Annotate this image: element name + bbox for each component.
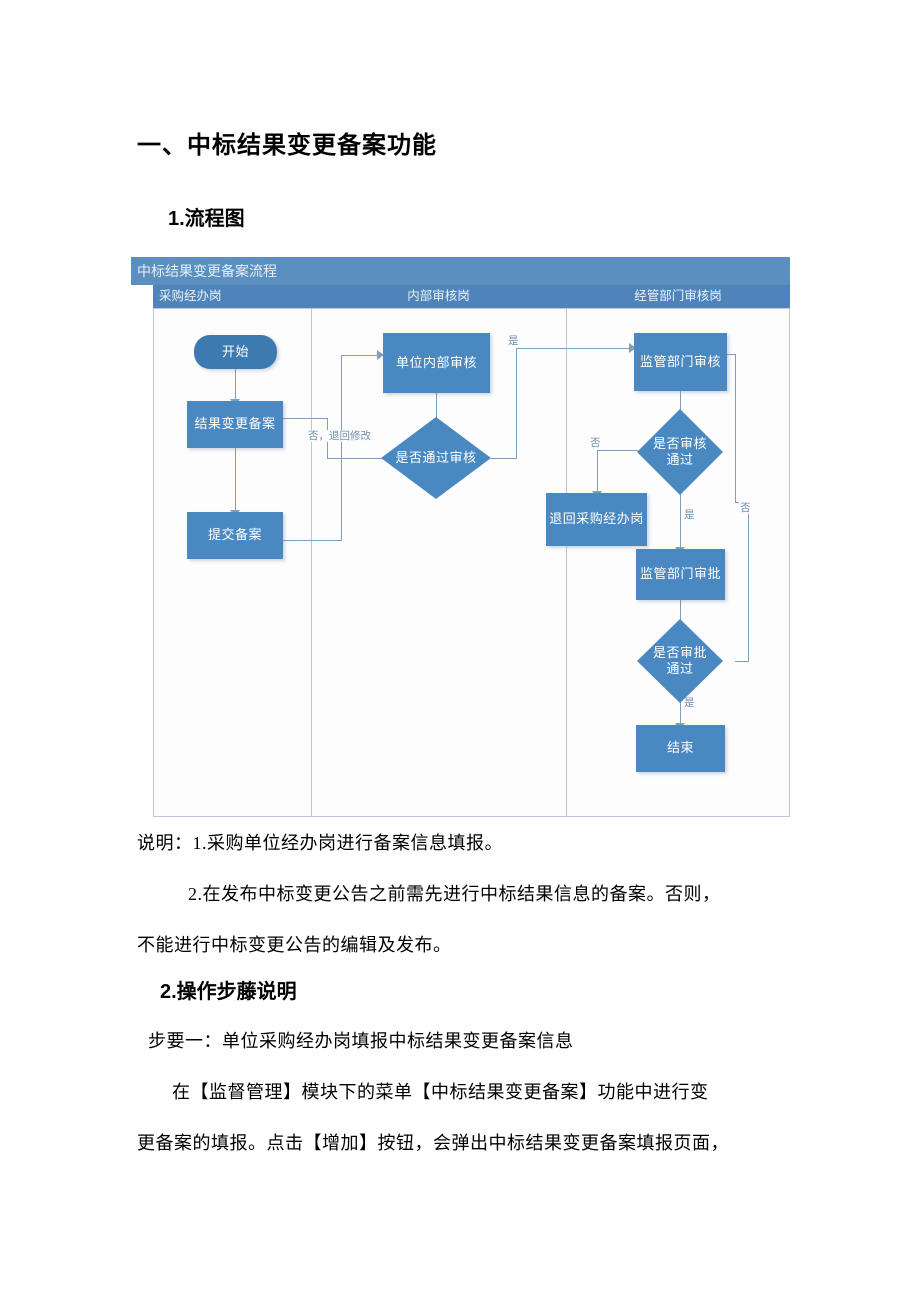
edge-decision-yes-right bbox=[491, 458, 516, 459]
edge-approve-yes-down bbox=[680, 687, 681, 725]
lane-header-supervisor-review: 经管部门审核岗 bbox=[566, 285, 790, 308]
edge-approve-no-right bbox=[735, 661, 748, 662]
edge-label-yes-end: 是 bbox=[683, 697, 696, 709]
edge-label-yes-top: 是 bbox=[507, 335, 520, 347]
flowchart-title: 中标结果变更备案流程 bbox=[131, 257, 790, 285]
edge-approve-to-decision bbox=[680, 600, 681, 637]
flowchart: 中标结果变更备案流程 采购经办岗 内部审核岗 经管部门审核岗 否，退回修改 bbox=[131, 257, 790, 817]
subheading-steps: 2.操作步藤说明 bbox=[160, 981, 297, 1003]
edge-record-to-submit bbox=[235, 448, 236, 512]
node-submit-record[interactable]: 提交备案 bbox=[187, 512, 283, 559]
node-start[interactable]: 开始 bbox=[194, 335, 277, 369]
arrowhead-to-internal-review bbox=[377, 350, 384, 360]
diamond-label-approve-pass: 是否审批通过 bbox=[652, 644, 707, 676]
edge-label-no-return-edit: 否，退回修改 bbox=[307, 430, 372, 442]
edge-label-no-left: 否 bbox=[589, 437, 602, 449]
node-supervisor-approve[interactable]: 监管部门审批 bbox=[636, 549, 725, 600]
edge-label-yes-down: 是 bbox=[683, 509, 696, 521]
edge-review-no-down bbox=[597, 450, 598, 493]
note-line-1: 说明：1.采购单位经办岗进行备案信息填报。 bbox=[137, 833, 503, 853]
edge-approve-no-up-1 bbox=[748, 502, 749, 662]
edge-internal-to-decision bbox=[436, 393, 437, 435]
note-line-2: 2.在发布中标变更公告之前需先进行中标结果信息的备案。否则， bbox=[188, 884, 721, 904]
edge-supervisor-to-decision bbox=[680, 391, 681, 427]
node-internal-review[interactable]: 单位内部审核 bbox=[383, 333, 490, 393]
edge-submit-to-internal bbox=[341, 355, 379, 356]
node-review-pass-decision[interactable]: 是否审核通过 bbox=[637, 409, 723, 495]
edge-reject-to-record bbox=[275, 418, 328, 419]
node-approve-pass-decision[interactable]: 是否审批通过 bbox=[637, 619, 723, 703]
diamond-label-review-pass: 是否审核通过 bbox=[652, 435, 707, 467]
edge-start-to-record bbox=[235, 369, 236, 401]
node-supervisor-review[interactable]: 监管部门审核 bbox=[634, 333, 727, 391]
lane-header-procurement: 采购经办岗 bbox=[153, 285, 311, 308]
arrowhead-to-supervisor-review bbox=[629, 343, 636, 353]
page-title: 一、中标结果变更备案功能 bbox=[137, 132, 437, 159]
step-body-line-2: 更备案的填报。点击【增加】按钮，会弹出中标结果变更备案填报页面， bbox=[137, 1133, 729, 1153]
diamond-label-pass-review: 是否通过审核 bbox=[395, 449, 477, 465]
edge-approve-no-to-supervisor bbox=[724, 354, 736, 355]
edge-submit-up bbox=[341, 355, 342, 541]
edge-reject-left bbox=[327, 458, 383, 459]
subheading-flowchart: 1.流程图 bbox=[168, 208, 245, 230]
edge-approve-no-up-2 bbox=[735, 354, 736, 502]
node-pass-review-decision[interactable]: 是否通过审核 bbox=[381, 417, 491, 499]
node-end[interactable]: 结束 bbox=[636, 725, 725, 772]
edge-submit-right bbox=[270, 540, 341, 541]
lane-header-internal-review: 内部审核岗 bbox=[311, 285, 566, 308]
note-line-3: 不能进行中标变更公告的编辑及发布。 bbox=[137, 935, 452, 955]
step-one-title: 步要一：单位采购经办岗填报中标结果变更备案信息 bbox=[148, 1031, 574, 1051]
lane-divider-1 bbox=[311, 308, 312, 817]
node-result-change-record[interactable]: 结果变更备案 bbox=[187, 401, 283, 448]
edge-review-no-left bbox=[597, 450, 638, 451]
edge-label-no-right: 否 bbox=[739, 502, 752, 514]
edge-decision-yes-up bbox=[516, 348, 517, 459]
lane-divider-2 bbox=[566, 308, 567, 817]
step-body-line-1: 在【监督管理】模块下的菜单【中标结果变更备案】功能中进行变 bbox=[172, 1082, 709, 1102]
node-return-to-buyer[interactable]: 退回采购经办岗 bbox=[546, 493, 647, 546]
edge-decision-yes-to-supervisor bbox=[516, 348, 631, 349]
edge-review-yes-down bbox=[680, 493, 681, 549]
